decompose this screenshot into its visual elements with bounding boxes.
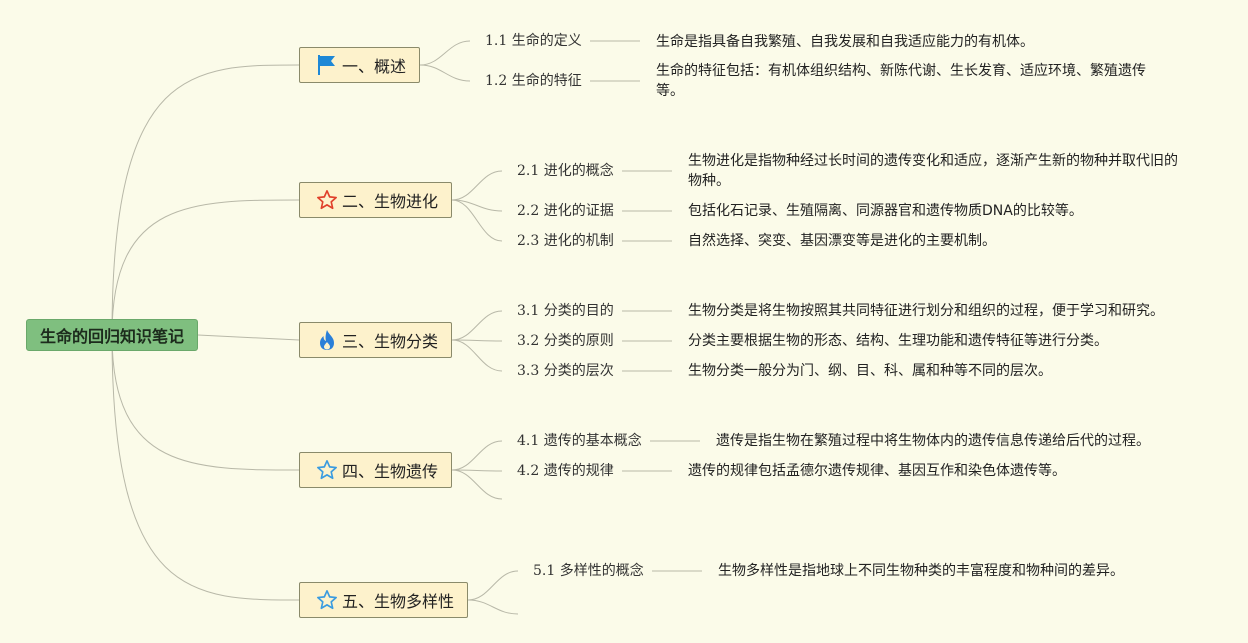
root-branch-connector	[111, 334, 300, 471]
branch-label: 四、生物遗传	[342, 462, 439, 481]
star-outline-blue-icon	[316, 589, 338, 611]
branch-subtopic-connector	[451, 199, 503, 242]
branch-subtopic-connector	[467, 599, 519, 615]
subtopic-4-2-text: 遗传的规律包括孟德尔遗传规律、基因互作和染色体遗传等。	[688, 463, 1066, 479]
branch-label: 三、生物分类	[342, 332, 439, 351]
branch-biodiversity[interactable]: 五、生物多样性	[299, 582, 468, 618]
branch-classification[interactable]: 三、生物分类	[299, 322, 452, 358]
subtopic-2-1-text: 生物进化是指物种经过长时间的遗传变化和适应，逐渐产生新的物种并取代旧的物种。	[688, 153, 1178, 189]
subtopic-3-1[interactable]: 3.1 分类的目的	[517, 303, 614, 319]
root-branch-connector	[197, 334, 300, 341]
branch-subtopic-connector	[451, 440, 503, 471]
branch-subtopic-connector	[451, 469, 503, 500]
root-topic-label: 生命的回归知识笔记	[39, 327, 184, 346]
branch-subtopic-connector	[451, 469, 503, 472]
branch-subtopic-connector	[419, 64, 471, 82]
subtopic-1-2-text: 生命的特征包括：有机体组织结构、新陈代谢、生长发育、适应环境、繁殖遗传等。	[656, 63, 1146, 99]
branch-overview[interactable]: 一、概述	[299, 47, 420, 83]
branch-subtopic-connector	[419, 40, 471, 66]
branch-subtopic-connector	[451, 170, 503, 201]
branch-subtopic-connector	[467, 570, 519, 601]
flag-icon	[316, 54, 338, 76]
branch-label: 一、概述	[342, 57, 407, 76]
branch-subtopic-connector	[451, 310, 503, 341]
subtopic-2-3-text: 自然选择、突变、基因漂变等是进化的主要机制。	[688, 233, 996, 249]
subtopic-1-1[interactable]: 1.1 生命的定义	[485, 33, 582, 49]
subtopic-2-2[interactable]: 2.2 进化的证据	[517, 203, 614, 219]
subtopic-5-1[interactable]: 5.1 多样性的概念	[533, 563, 644, 579]
star-outline-blue-icon	[316, 459, 338, 481]
branch-subtopic-connector	[451, 339, 503, 372]
subtopic-4-1-text: 遗传是指生物在繁殖过程中将生物体内的遗传信息传递给后代的过程。	[716, 433, 1150, 449]
subtopic-4-1[interactable]: 4.1 遗传的基本概念	[517, 433, 642, 449]
subtopic-3-3[interactable]: 3.3 分类的层次	[517, 363, 614, 379]
star-outline-red-icon	[316, 189, 338, 211]
branch-label: 五、生物多样性	[342, 592, 455, 611]
subtopic-2-3[interactable]: 2.3 进化的机制	[517, 233, 614, 249]
subtopic-1-1-text: 生命是指具备自我繁殖、自我发展和自我适应能力的有机体。	[656, 34, 1034, 50]
subtopic-3-2-text: 分类主要根据生物的形态、结构、生理功能和遗传特征等进行分类。	[688, 333, 1108, 349]
subtopic-2-1[interactable]: 2.1 进化的概念	[517, 163, 614, 179]
subtopic-3-3-text: 生物分类一般分为门、纲、目、科、属和种等不同的层次。	[688, 363, 1052, 379]
fire-icon	[316, 329, 338, 351]
subtopic-3-2[interactable]: 3.2 分类的原则	[517, 333, 614, 349]
branch-subtopic-connector	[451, 339, 503, 342]
subtopic-2-2-text: 包括化石记录、生殖隔离、同源器官和遗传物质DNA的比较等。	[688, 203, 1083, 219]
subtopic-3-1-text: 生物分类是将生物按照其共同特征进行划分和组织的过程，便于学习和研究。	[688, 303, 1164, 319]
root-branch-connector	[111, 334, 300, 601]
branch-genetics[interactable]: 四、生物遗传	[299, 452, 452, 488]
subtopic-1-2[interactable]: 1.2 生命的特征	[485, 73, 582, 89]
root-branch-connector	[111, 199, 300, 336]
root-topic[interactable]: 生命的回归知识笔记	[26, 319, 198, 351]
branch-evolution[interactable]: 二、生物进化	[299, 182, 452, 218]
subtopic-4-2[interactable]: 4.2 遗传的规律	[517, 463, 614, 479]
subtopic-5-1-text: 生物多样性是指地球上不同生物种类的丰富程度和物种间的差异。	[718, 563, 1124, 579]
branch-label: 二、生物进化	[342, 192, 439, 211]
root-branch-connector	[111, 64, 300, 336]
